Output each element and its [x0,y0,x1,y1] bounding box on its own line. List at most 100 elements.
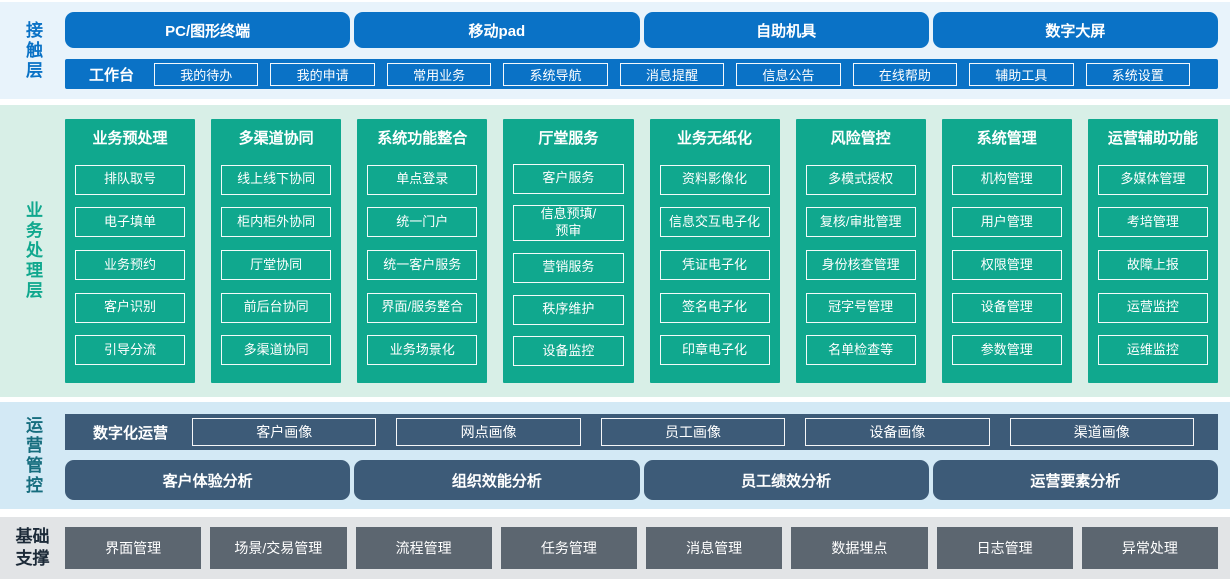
workbench-item-system-nav: 系统导航 [503,62,608,86]
business-column-system-mgmt: 系统管理 机构管理 用户管理 权限管理 设备管理 参数管理 [941,119,1072,383]
column-title: 多渠道协同 [238,130,314,147]
foundation-item-exception-handling: 异常处理 [1081,527,1218,569]
operations-layer-band: 运营管控 数字化运营 客户画像 网点画像 员工画像 设备画像 渠道画像 客户体验… [0,402,1230,509]
business-column-system-integration: 系统功能整合 单点登录 统一门户 统一客户服务 界面/服务整合 业务场景化 [357,119,488,383]
foundation-item-scene-trade-mgmt: 场景/交易管理 [210,527,347,569]
foundation-item-ui-mgmt: 界面管理 [65,527,202,569]
business-layer-band: 业务处理层 业务预处理 排队取号 电子填单 业务预约 客户识别 引导分流 多渠道… [0,105,1230,397]
portrait-item-branch: 网点画像 [396,418,581,446]
analysis-staff-performance: 员工绩效分析 [643,460,929,500]
column-item: 运维监控 [1097,335,1208,366]
foundation-item-message-mgmt: 消息管理 [646,527,783,569]
business-column-multichannel: 多渠道协同 线上线下协同 柜内柜外协同 厅堂协同 前后台协同 多渠道协同 [211,119,342,383]
terminal-digital-screen: 数字大屏 [932,12,1218,48]
column-item: 线上线下协同 [221,164,332,195]
column-item: 营销服务 [513,252,624,283]
analysis-customer-experience: 客户体验分析 [65,460,351,500]
column-item: 业务场景化 [367,335,478,366]
workbench-strip: 工作台 我的待办 我的申请 常用业务 系统导航 消息提醒 信息公告 在线帮助 辅… [65,59,1218,89]
column-item: 厅堂协同 [221,249,332,280]
column-item: 运营监控 [1097,292,1208,323]
column-item: 多渠道协同 [221,335,332,366]
digital-ops-strip: 数字化运营 客户画像 网点画像 员工画像 设备画像 渠道画像 [65,414,1218,450]
column-title: 风险管控 [830,130,891,147]
foundation-item-data-tracking: 数据埋点 [791,527,928,569]
column-item: 印章电子化 [659,335,770,366]
workbench-item-common-business: 常用业务 [386,62,492,86]
column-title: 厅堂服务 [538,130,599,147]
column-item: 设备监控 [513,336,624,367]
foundation-item-task-mgmt: 任务管理 [500,527,637,569]
column-item: 名单检查等 [805,335,916,366]
column-title: 业务无纸化 [677,130,753,147]
layer-label-operations: 运营管控 [23,415,42,496]
business-column-hall-service: 厅堂服务 客户服务 信息预填/ 预审 营销服务 秩序维护 设备监控 [503,119,634,383]
column-item: 用户管理 [951,207,1062,238]
contact-layer-band: 接触层 PC/图形终端 移动pad 自助机具 数字大屏 工作台 我的待办 我的申… [0,2,1230,99]
column-item: 统一门户 [367,207,478,238]
column-item: 信息预填/ 预审 [513,205,624,242]
column-title: 运营辅助功能 [1107,130,1198,147]
column-item: 设备管理 [951,292,1062,323]
business-column-preprocess: 业务预处理 排队取号 电子填单 业务预约 客户识别 引导分流 [65,119,196,383]
column-item: 信息交互电子化 [659,207,770,238]
layer-label-business: 业务处理层 [23,201,42,301]
analysis-org-efficiency: 组织效能分析 [354,460,640,500]
workbench-item-aux-tools: 辅助工具 [969,62,1074,86]
column-item: 凭证电子化 [659,249,770,280]
column-item: 多媒体管理 [1097,164,1208,195]
portrait-item-channel: 渠道画像 [1009,418,1194,446]
column-item: 签名电子化 [659,292,770,323]
digital-ops-label: 数字化运营 [93,424,169,442]
column-item: 排队取号 [75,164,186,195]
business-column-risk-control: 风险管控 多模式授权 复核/审批管理 身份核查管理 冠字号管理 名单检查等 [795,119,926,383]
column-item: 机构管理 [951,164,1062,195]
workbench-item-message-remind: 消息提醒 [619,62,725,86]
column-item: 引导分流 [75,335,186,366]
terminal-self-service: 自助机具 [643,12,929,48]
column-item: 客户服务 [513,163,624,194]
terminal-row: PC/图形终端 移动pad 自助机具 数字大屏 [65,12,1218,48]
layer-label-contact: 接触层 [23,20,42,81]
column-item: 故障上报 [1097,249,1208,280]
column-item: 身份核查管理 [805,249,916,280]
portrait-item-device: 设备画像 [805,418,990,446]
business-columns: 业务预处理 排队取号 电子填单 业务预约 客户识别 引导分流 多渠道协同 线上线… [65,105,1218,397]
analysis-row: 客户体验分析 组织效能分析 员工绩效分析 运营要素分析 [65,460,1218,500]
column-item: 参数管理 [951,335,1062,366]
column-item: 复核/审批管理 [805,207,916,238]
column-item: 考培管理 [1097,207,1208,238]
workbench-item-online-help: 在线帮助 [852,62,958,86]
analysis-ops-elements: 运营要素分析 [932,460,1218,500]
layer-label-foundation: 基础支撑 [15,526,50,568]
business-column-ops-aux: 运营辅助功能 多媒体管理 考培管理 故障上报 运营监控 运维监控 [1087,119,1218,383]
portrait-item-staff: 员工画像 [600,418,786,446]
foundation-row: 界面管理 场景/交易管理 流程管理 任务管理 消息管理 数据埋点 日志管理 异常… [65,527,1218,569]
terminal-pc-graphic: PC/图形终端 [65,12,351,48]
column-item: 冠字号管理 [805,292,916,323]
portrait-item-customer: 客户画像 [192,418,377,446]
foundation-item-process-mgmt: 流程管理 [355,527,492,569]
workbench-item-my-todo: 我的待办 [154,62,259,86]
column-item: 业务预约 [75,249,186,280]
column-item: 多模式授权 [805,164,916,195]
column-item: 电子填单 [75,207,186,238]
column-title: 系统功能整合 [377,130,468,147]
column-item: 前后台协同 [221,292,332,323]
column-item: 资料影像化 [659,164,770,195]
column-item: 客户识别 [75,292,186,323]
column-item: 秩序维护 [513,294,624,325]
column-item: 柜内柜外协同 [221,207,332,238]
terminal-mobile-pad: 移动pad [354,12,640,48]
column-item: 界面/服务整合 [367,292,478,323]
foundation-layer-band: 基础支撑 界面管理 场景/交易管理 流程管理 任务管理 消息管理 数据埋点 日志… [0,517,1230,579]
workbench-item-info-notice: 信息公告 [736,62,841,86]
column-title: 业务预处理 [92,130,168,147]
workbench-item-system-settings: 系统设置 [1085,62,1190,86]
workbench-item-my-apply: 我的申请 [270,62,375,86]
column-title: 系统管理 [976,130,1037,147]
column-item: 单点登录 [367,164,478,195]
foundation-item-log-mgmt: 日志管理 [936,527,1073,569]
column-item: 权限管理 [951,249,1062,280]
